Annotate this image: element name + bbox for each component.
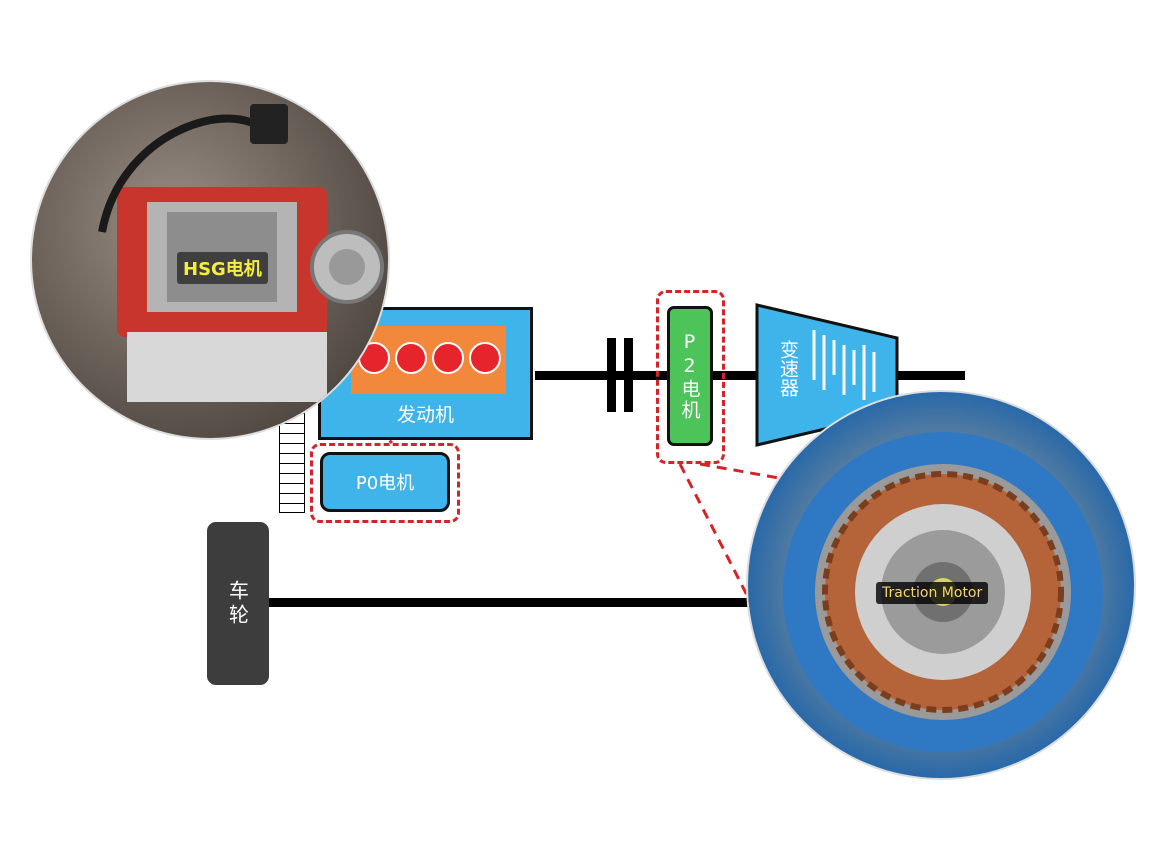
cylinder — [432, 342, 464, 374]
p0-motor-outline — [310, 443, 460, 523]
transmission-label: 变速器 — [777, 340, 799, 397]
pulley-segment — [279, 493, 305, 503]
cylinder — [395, 342, 427, 374]
traction-callout-line-2 — [699, 462, 791, 482]
pulley-segment — [279, 433, 305, 443]
hsg-motor-label: HSG电机 — [177, 252, 268, 284]
engine-label: 发动机 — [396, 404, 454, 426]
wheel: 车轮 — [207, 522, 269, 685]
pulley-segment — [279, 503, 305, 513]
belt-pulley-stack — [279, 403, 305, 513]
p0-motor: P0电机 — [320, 452, 450, 512]
engine-block — [351, 326, 506, 394]
pulley-segment — [279, 463, 305, 473]
clutch-plate-right — [624, 338, 633, 412]
wheel-shaft — [268, 598, 768, 607]
hsg-motor-photo: HSG电机 — [32, 82, 388, 438]
pulley-segment — [279, 483, 305, 493]
pulley-segment — [279, 443, 305, 453]
transmission-gears-icon — [812, 330, 876, 400]
cylinder — [469, 342, 501, 374]
traction-callout-line-1 — [678, 463, 754, 606]
traction-motor-photo: Traction Motor — [748, 392, 1134, 778]
p2-motor-outline — [656, 290, 725, 464]
pulley-segment — [279, 473, 305, 483]
main-shaft — [535, 371, 965, 380]
pulley-segment — [279, 423, 305, 433]
clutch-plate-left — [607, 338, 616, 412]
traction-motor-label: Traction Motor — [876, 582, 989, 604]
p2-motor: P2电机 — [667, 306, 713, 446]
pulley-segment — [279, 453, 305, 463]
